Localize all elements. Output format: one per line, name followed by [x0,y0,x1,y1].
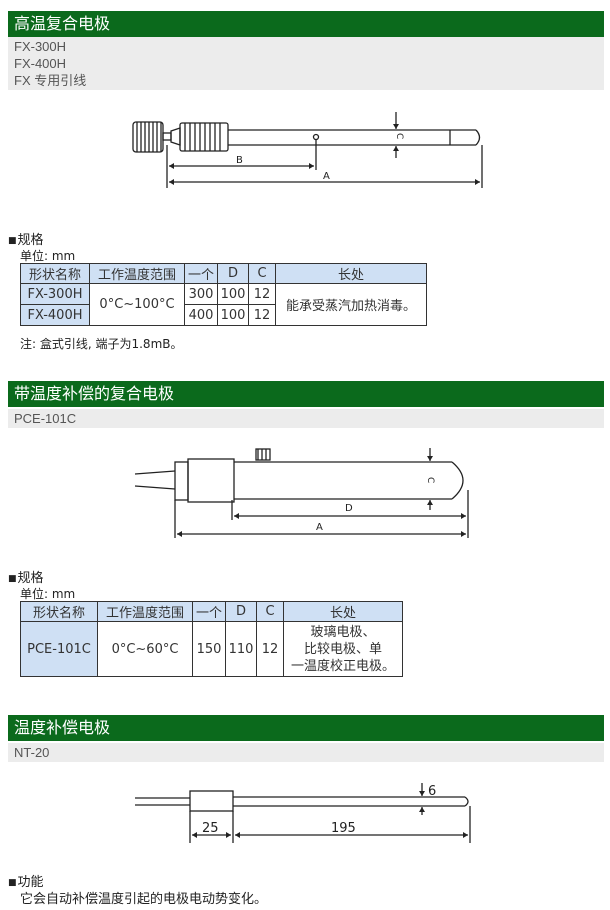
unit-label: 单位: mm [20,249,76,263]
col-header: 工作温度范围 [89,263,185,284]
col-header: 形状名称 [20,601,98,622]
cell-a: 300 [184,283,218,305]
col-header: 形状名称 [20,263,90,284]
cell-strength: 玻璃电极、 比较电极、单 一温度校正电极。 [283,621,403,677]
cell-range: 0°C~60°C [97,621,193,677]
nt-electrode-diagram: 6 25 195 [135,783,471,843]
model-fx-lead: FX 专用引线 [14,73,87,88]
pce-electrode-diagram: D A C [134,448,469,538]
model-fx400h: FX-400H [14,56,67,71]
cell-name: FX-400H [20,304,90,326]
col-header: C [248,263,276,284]
cell-name: FX-300H [20,283,90,305]
dim-label-c: C [425,477,435,483]
bullet-square-icon: ■ [8,236,17,246]
cell-c: 12 [248,304,276,326]
dim-label-len1: 25 [202,821,219,836]
section-title-temp-comp-electrode: 温度补偿电极 [8,715,604,741]
model-list: FX-300H FX-400H FX 专用引线 [8,37,604,90]
cell-d: 100 [217,283,249,305]
cell-strength: 能承受蒸汽加热消毒。 [275,283,427,326]
dim-label-a: A [316,522,323,533]
col-header: D [217,263,249,284]
col-header: 一个 [192,601,226,622]
model-fx300h: FX-300H [14,39,67,54]
cell-c: 12 [256,621,284,677]
model-list: NT-20 [8,743,604,762]
spec-table-fx: 形状名称 工作温度范围 一个 D C 长处 FX-300H 0°C~100°C … [20,263,427,326]
fx-electrode-diagram: B A C [132,112,483,188]
dim-label-a: A [323,171,330,182]
cell-a: 400 [184,304,218,326]
dim-label-b: B [236,155,243,166]
cell-d: 100 [217,304,249,326]
section-title-high-temp-electrode: 高温复合电极 [8,11,604,37]
table-row: PCE-101C 0°C~60°C 150 110 12 玻璃电极、 比较电极、… [20,621,403,677]
col-header: D [225,601,257,622]
bullet-square-icon: ■ [8,878,17,888]
bullet-square-icon: ■ [8,574,17,584]
col-header: 工作温度范围 [97,601,193,622]
table-row: FX-400H 400 100 12 [20,304,427,326]
section-title-temp-comp-combo-electrode: 带温度补偿的复合电极 [8,381,604,407]
model-nt20: NT-20 [14,745,50,760]
dim-label-dia: 6 [428,784,436,799]
table-header-row: 形状名称 工作温度范围 一个 D C 长处 [20,263,427,284]
cell-range: 0°C~100°C [89,283,185,326]
col-header: 一个 [184,263,218,284]
cell-a: 150 [192,621,226,677]
spec-table-pce: 形状名称 工作温度范围 一个 D C 长处 PCE-101C 0°C~60°C … [20,601,403,677]
table-note: 注: 盒式引线, 端子为1.8mB。 [20,337,183,351]
table-row: FX-300H 0°C~100°C 300 100 12 能承受蒸汽加热消毒。 [20,283,427,326]
dim-label-d: D [345,503,353,514]
dim-label-c: C [394,133,404,139]
col-header: 长处 [283,601,403,622]
func-text: 它会自动补偿温度引起的电极电动势变化。 [20,892,268,907]
col-header: C [256,601,284,622]
dim-label-len2: 195 [331,821,356,836]
spec-heading: ■规格 [8,571,44,586]
cell-c: 12 [248,283,276,305]
model-pce101c: PCE-101C [14,411,77,426]
cell-d: 110 [225,621,257,677]
unit-label: 单位: mm [20,587,76,601]
func-heading: ■功能 [8,875,44,890]
col-header: 长处 [275,263,427,284]
cell-name: PCE-101C [20,621,98,677]
model-list: PCE-101C [8,409,604,428]
table-header-row: 形状名称 工作温度范围 一个 D C 长处 [20,601,403,622]
spec-heading: ■规格 [8,233,44,248]
